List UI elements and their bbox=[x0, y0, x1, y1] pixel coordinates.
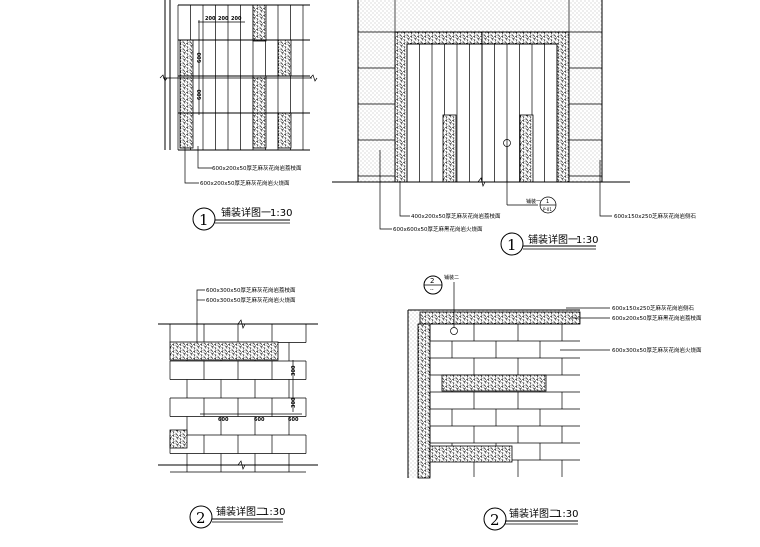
detail-title: 铺装详图一 bbox=[528, 233, 578, 246]
dim-label: 600 bbox=[288, 417, 299, 423]
detail-1-elevation: 铺装一 1 P-01 400x200x50厚芝麻灰花岗岩荔枝面 600x600x… bbox=[332, 0, 697, 256]
detail-scale: 1:30 bbox=[263, 507, 285, 518]
dim-label: 200 bbox=[205, 16, 216, 22]
dim-label: 200 bbox=[231, 16, 242, 22]
callout-lichi-face: 600x300x50厚芝麻灰花岗岩荔枝面 bbox=[206, 286, 296, 294]
dim-label: 300 bbox=[291, 397, 297, 408]
callout-curb: 600x150x250芝麻灰花岗岩侧石 bbox=[612, 304, 695, 312]
section-tag-sub: -- bbox=[430, 287, 434, 293]
section-tag-num: 2 bbox=[430, 277, 434, 285]
detail-number-circle bbox=[189, 505, 213, 529]
callout-black-lichi: 600x200x50厚芝麻黑花岗岩荔枝面 bbox=[612, 314, 702, 322]
callout-lichi-face: 600x200x50厚芝麻灰花岗岩荔枝面 bbox=[212, 164, 302, 172]
detail-2-plan: 600x300x50厚芝麻灰花岗岩荔枝面 600x300x50厚芝麻灰花岗岩火烧… bbox=[158, 286, 318, 529]
section-tag-prefix: 铺装一 bbox=[526, 198, 541, 205]
detail-number: 2 bbox=[196, 509, 206, 527]
callout-flamed-face: 600x200x50厚芝麻灰花岗岩火烧面 bbox=[200, 179, 290, 187]
detail-number-circle bbox=[192, 207, 216, 231]
callout-curb: 600x150x250芝麻灰花岗岩侧石 bbox=[614, 212, 697, 220]
detail-scale: 1:30 bbox=[270, 208, 292, 219]
detail-number: 1 bbox=[507, 236, 517, 254]
section-tag-label: 铺装二 bbox=[444, 274, 459, 281]
detail-number-circle bbox=[483, 507, 507, 531]
dim-label: 600 bbox=[197, 52, 203, 63]
callout-flamed-face: 600x300x50厚芝麻灰花岗岩火烧面 bbox=[206, 296, 296, 304]
detail-title: 铺装详图一 bbox=[221, 206, 271, 219]
detail-2-elevation: 2 -- 铺装二 600x150x250芝麻灰花岗岩侧石 600x200x50厚… bbox=[407, 274, 702, 531]
detail-number-circle bbox=[500, 232, 524, 256]
dim-label: 200 bbox=[218, 16, 229, 22]
callout-600x600: 600x600x50厚芝麻黑花岗岩火烧面 bbox=[393, 225, 483, 233]
callout-grey-flamed: 600x300x50厚芝麻灰花岗岩火烧面 bbox=[612, 346, 702, 354]
section-tag-num: 1 bbox=[546, 199, 549, 205]
detail-1-plan: 200 200 200 600 600 600x200x50厚芝麻灰花岗岩荔枝面… bbox=[159, 0, 318, 231]
detail-number: 2 bbox=[490, 511, 500, 529]
dim-label: 600 bbox=[218, 417, 229, 423]
section-tag-sub: P-01 bbox=[543, 207, 552, 212]
detail-scale: 1:30 bbox=[556, 509, 578, 520]
dim-label: 300 bbox=[291, 365, 297, 376]
detail-title: 铺装详图二 bbox=[216, 505, 266, 518]
detail-number: 1 bbox=[199, 211, 209, 229]
dim-label: 600 bbox=[197, 89, 203, 100]
detail-scale: 1:30 bbox=[576, 235, 598, 246]
detail-title: 铺装详图二 bbox=[509, 507, 559, 520]
callout-400x200: 400x200x50厚芝麻灰花岗岩荔枝面 bbox=[411, 212, 501, 220]
dim-label: 600 bbox=[254, 417, 265, 423]
